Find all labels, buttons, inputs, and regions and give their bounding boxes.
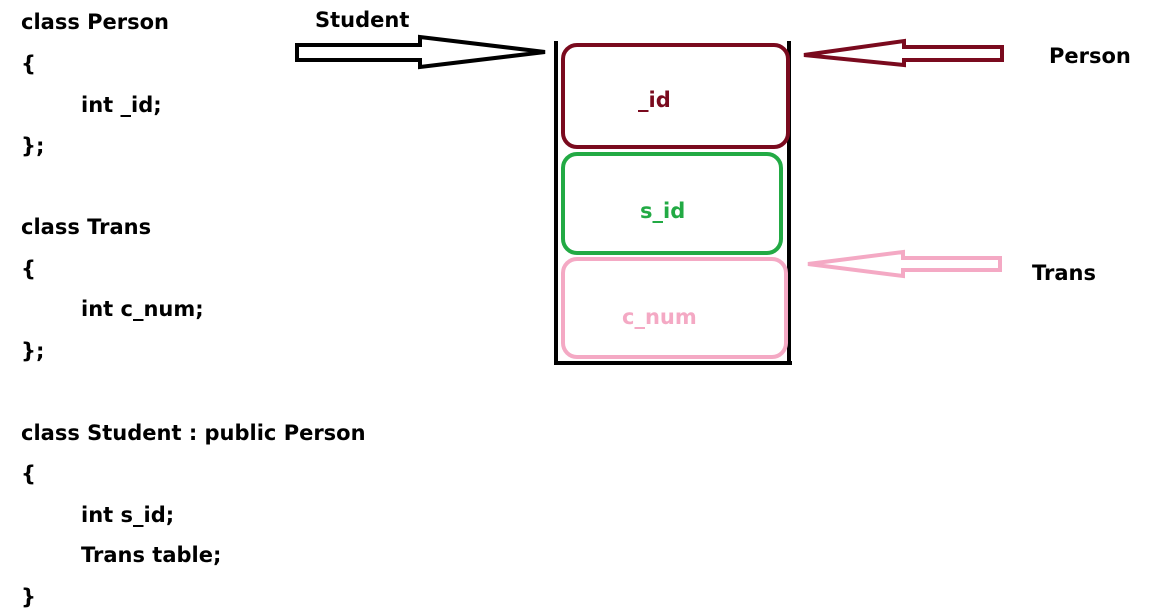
person-label: Person: [1049, 44, 1131, 68]
field-label-c-num: c_num: [622, 305, 697, 329]
trans-label: Trans: [1032, 261, 1096, 285]
field-label-s-id: s_id: [640, 199, 686, 223]
code-line-close-brace: };: [21, 339, 45, 363]
code-line-class-trans: class Trans: [21, 215, 152, 239]
code-line-close-brace: };: [21, 134, 45, 158]
student-arrow: [295, 34, 546, 70]
person-arrow: [803, 38, 1004, 68]
code-line-open-brace: {: [21, 52, 36, 76]
code-line-open-brace: {: [21, 257, 36, 281]
student-label: Student: [315, 8, 410, 32]
code-line-close-brace: }: [21, 585, 36, 609]
code-line-class-student: class Student : public Person: [21, 421, 366, 445]
field-box-id: [561, 43, 790, 149]
code-line-open-brace: {: [21, 462, 36, 486]
code-line-class-person: class Person: [21, 10, 169, 34]
field-box-c-num: [561, 257, 788, 359]
field-label-id: _id: [638, 88, 671, 112]
trans-arrow: [807, 249, 1002, 279]
code-line-int-id: int _id;: [81, 93, 162, 117]
code-line-int-c-num: int c_num;: [81, 297, 204, 321]
code-line-int-s-id: int s_id;: [81, 503, 175, 527]
code-line-trans-table: Trans table;: [81, 543, 222, 567]
field-box-s-id: [561, 152, 783, 255]
